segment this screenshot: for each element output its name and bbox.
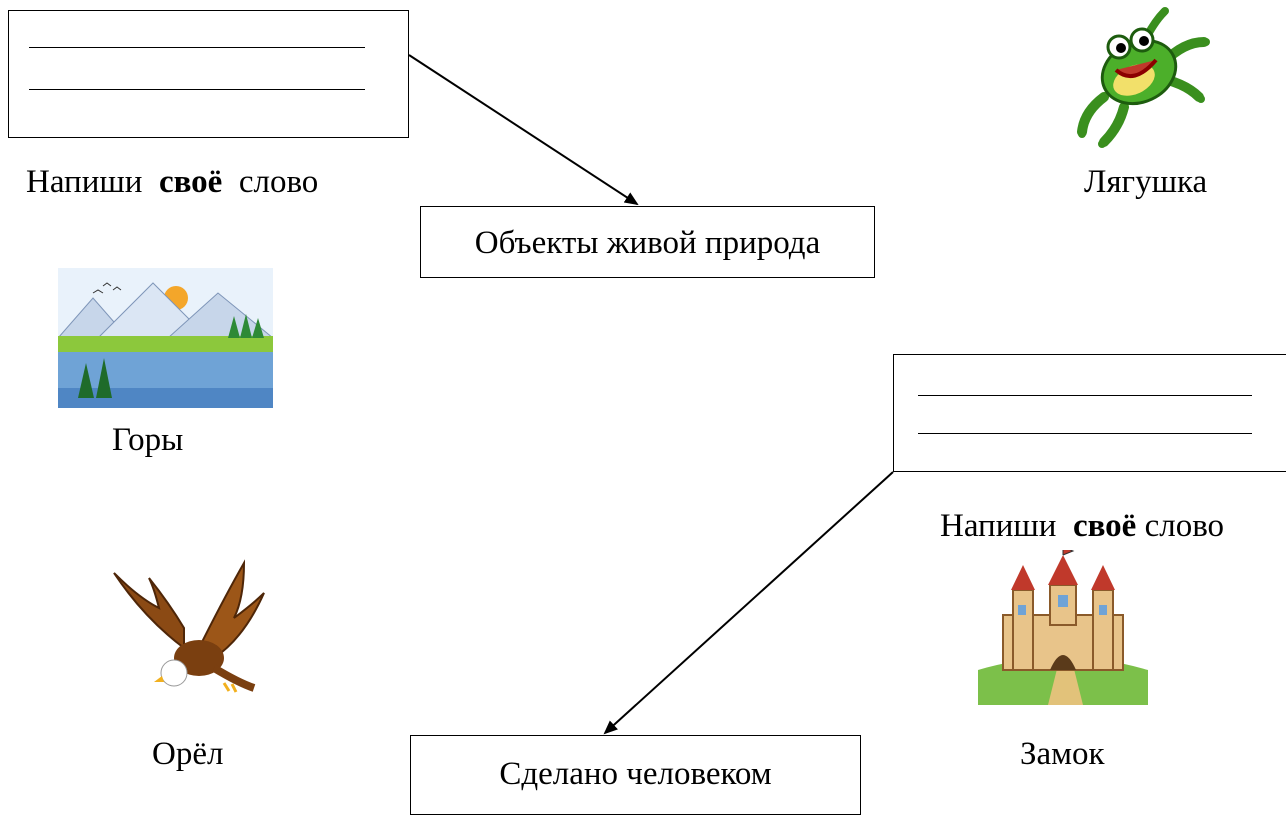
answer-box-left[interactable] — [8, 10, 409, 138]
castle-label: Замок — [1020, 736, 1105, 772]
answer-caption-right: Напиши своё слово — [940, 508, 1225, 544]
eagle-label: Орёл — [152, 736, 224, 772]
category-box-living[interactable]: Объекты живой природа — [420, 206, 875, 278]
answer-line-1 — [29, 47, 365, 48]
answer-line-2 — [29, 89, 365, 90]
mountains-label: Горы — [112, 422, 184, 458]
eagle-picture — [104, 558, 276, 703]
arrow-to-manmade — [603, 471, 894, 735]
answer-box-right[interactable] — [893, 354, 1286, 472]
frog-picture — [1064, 2, 1214, 152]
category-label-manmade: Сделано человеком — [499, 756, 772, 792]
answer-caption-left: Напиши своё слово — [26, 164, 319, 200]
mountains-picture — [56, 268, 275, 408]
answer-line-2 — [918, 433, 1252, 434]
category-box-manmade[interactable]: Сделано человеком — [410, 735, 861, 815]
category-label-living: Объекты живой природа — [474, 225, 821, 261]
arrow-to-living — [408, 54, 639, 206]
castle-picture — [978, 546, 1148, 705]
frog-label: Лягушка — [1084, 164, 1208, 200]
answer-line-1 — [918, 395, 1252, 396]
